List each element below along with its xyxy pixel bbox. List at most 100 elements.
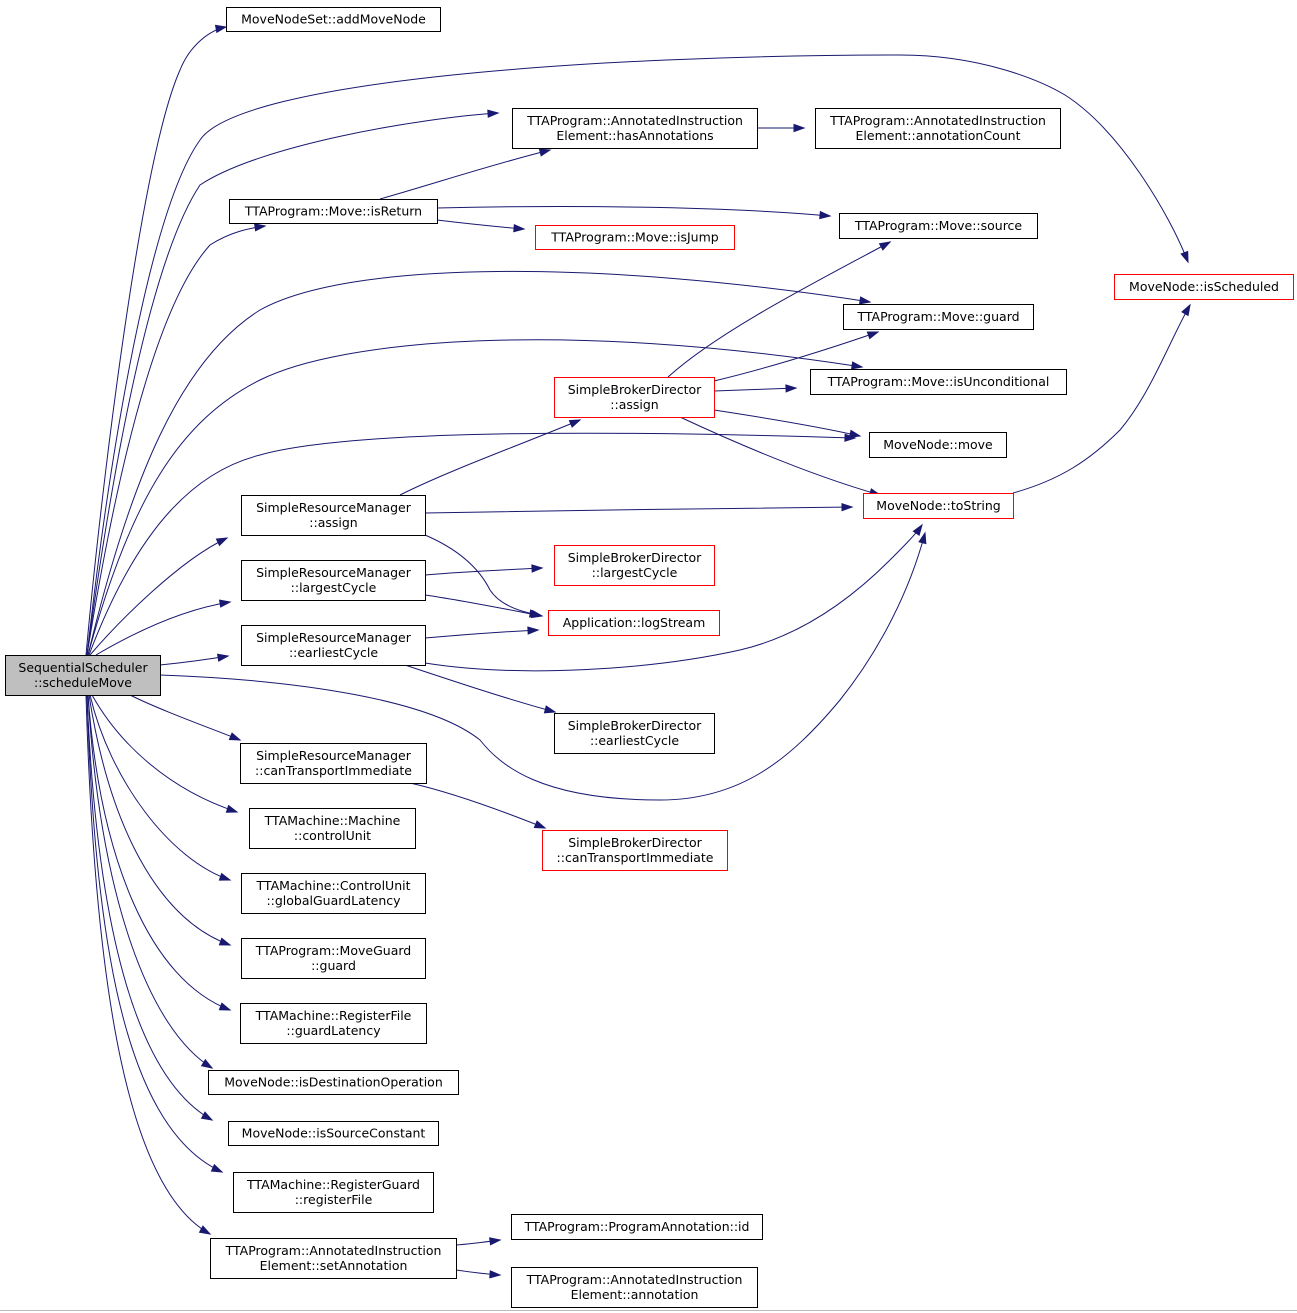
edge-line	[436, 219, 525, 230]
node-globalGuardLatency[interactable]: TTAMachine::ControlUnit::globalGuardLate…	[241, 873, 426, 914]
node-annotationCount[interactable]: TTAProgram::AnnotatedInstructionElement:…	[815, 108, 1061, 149]
node-registerFile[interactable]: TTAMachine::RegisterGuard::registerFile	[233, 1172, 434, 1213]
edge-line	[86, 694, 213, 1121]
edge-isReturn-to-moveSource	[436, 206, 832, 220]
node-label: TTAMachine::Machine	[264, 813, 401, 828]
node-mnMove[interactable]: MoveNode::move	[869, 432, 1007, 458]
node-label: MoveNode::isSourceConstant	[242, 1126, 426, 1141]
edge-line	[1012, 304, 1191, 494]
node-addMoveNode[interactable]: MoveNodeSet::addMoveNode	[226, 7, 441, 32]
node-label: TTAMachine::RegisterGuard	[246, 1177, 420, 1192]
edge-root-to-controlUnit	[91, 694, 239, 813]
node-progAnnId[interactable]: TTAProgram::ProgramAnnotation::id	[511, 1214, 763, 1240]
node-box	[548, 610, 720, 636]
node-controlUnit[interactable]: TTAMachine::Machine::controlUnit	[249, 808, 416, 849]
node-label: ::earliestCycle	[590, 733, 679, 748]
node-label: ::guard	[311, 958, 356, 973]
edge-root-to-registerFile	[86, 694, 224, 1173]
edge-line	[87, 694, 231, 1011]
edge-line	[424, 567, 543, 576]
edge-srmLargest-to-sbdLargest	[424, 564, 544, 576]
edge-line	[89, 537, 228, 656]
node-label: TTAProgram::Move::isReturn	[244, 204, 422, 219]
node-label: MoveNode::toString	[876, 498, 1000, 513]
node-srmAssign[interactable]: SimpleResourceManager::assign	[241, 495, 426, 536]
edge-line	[91, 694, 238, 813]
node-label: SimpleBrokerDirector	[568, 718, 702, 733]
node-sbdAssign[interactable]: SimpleBrokerDirector::assign	[554, 377, 715, 418]
node-box	[249, 808, 416, 849]
node-label: TTAMachine::RegisterFile	[255, 1008, 412, 1023]
node-label: Application::logStream	[563, 615, 706, 630]
node-sbdEarliest[interactable]: SimpleBrokerDirector::earliestCycle	[554, 713, 715, 754]
arrowhead	[1180, 250, 1189, 264]
arrowhead	[912, 523, 923, 537]
edge-root-to-guardLatency	[87, 694, 232, 1011]
edge-line	[424, 524, 923, 672]
node-srmEarliest[interactable]: SimpleResourceManager::earliestCycle	[241, 625, 426, 666]
arrowhead	[1181, 303, 1191, 317]
arrowhead	[841, 502, 854, 512]
node-guardLatency[interactable]: TTAMachine::RegisterFile::guardLatency	[240, 1003, 427, 1044]
node-label: Element::hasAnnotations	[556, 128, 713, 143]
node-box	[542, 830, 728, 871]
edge-line	[86, 54, 1189, 656]
edge-line	[86, 112, 499, 656]
arrowhead	[785, 384, 798, 393]
node-isUnconditional[interactable]: TTAProgram::Move::isUnconditional	[810, 369, 1067, 395]
node-toString[interactable]: MoveNode::toString	[863, 493, 1014, 519]
node-box	[240, 743, 427, 784]
node-srmCanTransport[interactable]: SimpleResourceManager::canTransportImmed…	[240, 743, 427, 784]
arrowhead	[793, 123, 806, 133]
node-isReturn[interactable]: TTAProgram::Move::isReturn	[229, 199, 438, 224]
node-hasAnnotations[interactable]: TTAProgram::AnnotatedInstructionElement:…	[512, 108, 758, 149]
edge-sbdAssign-to-moveGuard	[713, 331, 880, 382]
node-isDestOp[interactable]: MoveNode::isDestinationOperation	[208, 1070, 459, 1095]
node-annotation[interactable]: TTAProgram::AnnotatedInstructionElement:…	[511, 1267, 758, 1308]
arrowhead	[228, 732, 242, 741]
node-srmLargest[interactable]: SimpleResourceManager::largestCycle	[241, 560, 426, 601]
edge-srmLargest-to-logStream	[424, 594, 544, 619]
node-box	[208, 1070, 459, 1095]
node-label: TTAProgram::MoveGuard	[255, 943, 411, 958]
node-setAnnotation[interactable]: TTAProgram::AnnotatedInstructionElement:…	[210, 1238, 457, 1279]
edge-root-to-isSourceConst	[86, 694, 214, 1121]
node-label: TTAMachine::ControlUnit	[255, 878, 410, 893]
node-isJump[interactable]: TTAProgram::Move::isJump	[535, 225, 735, 250]
node-box	[241, 938, 426, 979]
node-label: SimpleResourceManager	[256, 565, 412, 580]
arrowhead	[214, 24, 228, 34]
node-isScheduled[interactable]: MoveNode::isScheduled	[1114, 274, 1294, 300]
arrowhead	[218, 1002, 232, 1011]
node-label: SimpleResourceManager	[256, 630, 412, 645]
edge-isReturn-to-hasAnnotations	[379, 148, 552, 200]
node-label: TTAProgram::Move::guard	[856, 309, 1019, 324]
edge-line	[87, 339, 863, 656]
node-box	[512, 108, 758, 149]
edge-sbdAssign-to-moveSource	[667, 241, 892, 378]
node-label: SimpleBrokerDirector	[568, 382, 702, 397]
node-moveGuardGuard[interactable]: TTAProgram::MoveGuard::guard	[241, 938, 426, 979]
edges-layer	[85, 24, 1191, 1279]
arrowhead	[225, 804, 239, 813]
node-box	[229, 199, 438, 224]
edge-line	[424, 506, 853, 514]
edge-line	[87, 270, 871, 656]
node-label: TTAProgram::AnnotatedInstruction	[829, 113, 1046, 128]
node-moveGuard[interactable]: TTAProgram::Move::guard	[843, 304, 1034, 330]
node-isSourceConst[interactable]: MoveNode::isSourceConstant	[228, 1121, 439, 1146]
arrowhead	[487, 109, 500, 118]
node-sbdCanTransport[interactable]: SimpleBrokerDirector::canTransportImmedi…	[542, 830, 728, 871]
nodes-layer: SequentialScheduler::scheduleMoveMoveNod…	[5, 7, 1294, 1308]
arrowhead	[513, 223, 526, 233]
arrowhead	[850, 361, 864, 370]
edge-line	[424, 629, 539, 639]
node-moveSource[interactable]: TTAProgram::Move::source	[839, 213, 1038, 239]
arrowhead	[215, 537, 229, 547]
node-root[interactable]: SequentialScheduler::scheduleMove	[5, 655, 161, 696]
node-logStream[interactable]: Application::logStream	[548, 610, 720, 636]
node-sbdLargest[interactable]: SimpleBrokerDirector::largestCycle	[554, 545, 715, 586]
node-box	[228, 1121, 439, 1146]
arrowhead	[200, 1111, 214, 1121]
